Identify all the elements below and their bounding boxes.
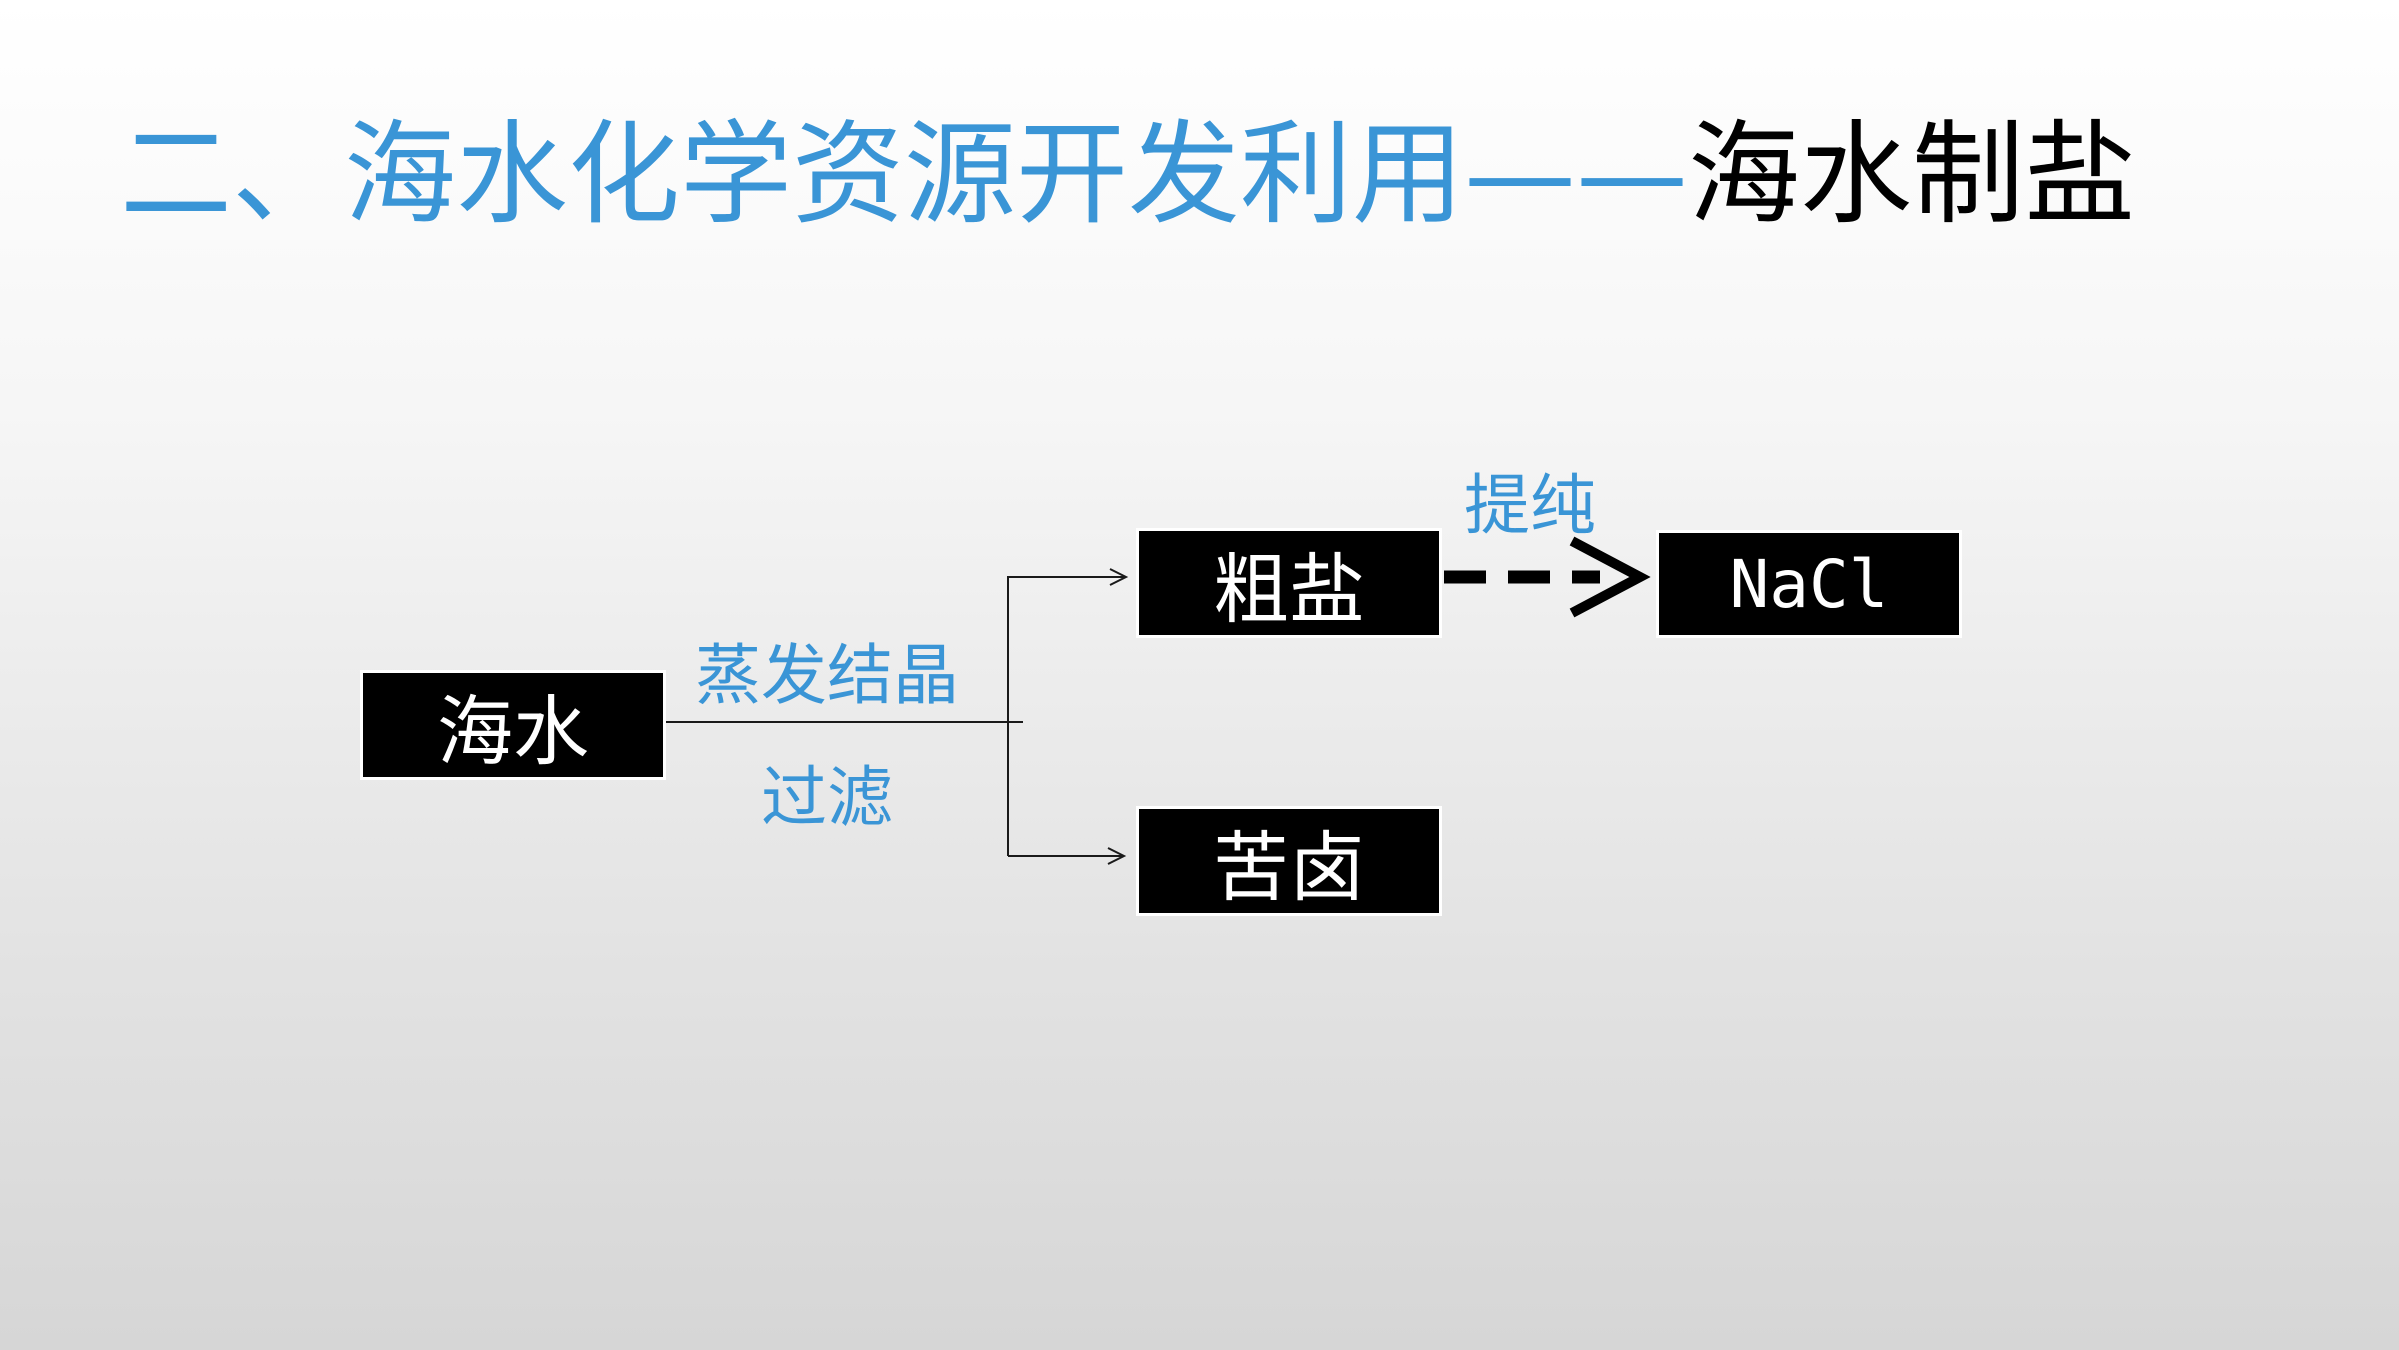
page-title: 二、海水化学资源开发利用——海水制盐 [120, 105, 2136, 245]
purification-arrow-head [1569, 536, 1651, 618]
title-main: 二、海水化学资源开发利用—— [120, 110, 1688, 240]
edge-label-evaporation: 蒸发结晶 [695, 637, 959, 714]
edge-label-filtration: 过滤 [761, 759, 893, 836]
edge-label-purification: 提纯 [1464, 467, 1596, 544]
arrow-to-crude-salt-head [1109, 568, 1129, 586]
node-seawater: 海水 [360, 670, 666, 780]
node-nacl: NaCl [1656, 530, 1962, 638]
arrow-to-bittern-head [1107, 847, 1127, 865]
node-crude-salt: 粗盐 [1136, 528, 1442, 638]
node-seawater-label: 海水 [437, 687, 589, 776]
title-sub: 海水制盐 [1688, 110, 2136, 240]
node-bittern-label: 苦卤 [1213, 823, 1365, 912]
node-crude-salt-label: 粗盐 [1213, 545, 1365, 634]
node-bittern: 苦卤 [1136, 806, 1442, 916]
node-nacl-label: NaCl [1729, 545, 1889, 623]
